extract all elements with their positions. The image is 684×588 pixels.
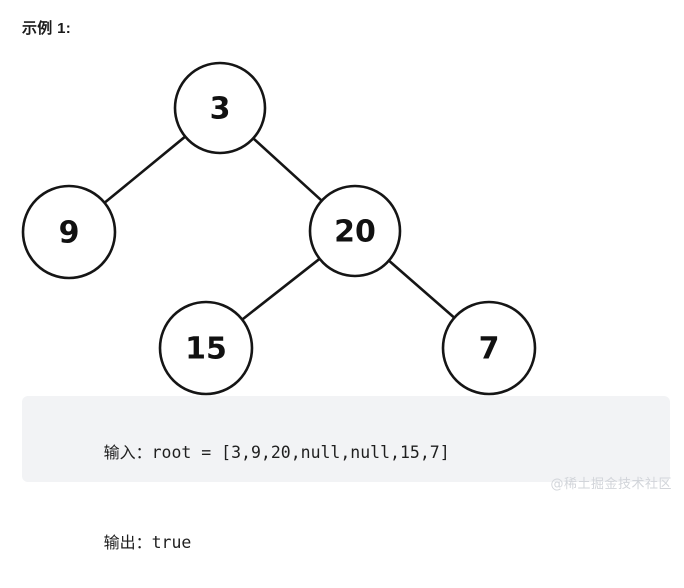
tree-edge-root-to-right xyxy=(251,137,324,202)
tree-node-circle-15 xyxy=(158,300,254,396)
tree-node-circle-3 xyxy=(173,61,267,155)
tree-node-circle-20 xyxy=(308,184,402,278)
tree-edge-group xyxy=(103,135,456,321)
tree-edge-right-to-right-right xyxy=(387,259,456,320)
tree-node-20: 20 xyxy=(308,184,402,278)
input-line: 输入：root = [3,9,20,null,null,15,7] xyxy=(44,408,670,498)
tree-edge-right-to-right-left xyxy=(240,257,321,321)
input-value: root = [3,9,20,null,null,15,7] xyxy=(151,443,450,462)
watermark-text: @稀土掘金技术社区 xyxy=(550,477,672,492)
tree-node-label-9: 9 xyxy=(59,216,80,251)
tree-node-circle-9 xyxy=(21,184,117,280)
tree-node-15: 15 xyxy=(158,300,254,396)
page-title: 示例 1: xyxy=(22,20,72,37)
tree-node-3: 3 xyxy=(173,61,267,155)
figure-page: 示例 1: 3 9 20 15 7 输入：root = [3,9,20,null,nul… xyxy=(21,20,672,552)
output-value: true xyxy=(151,533,192,552)
tree-node-label-7: 7 xyxy=(479,332,500,367)
tree-edge-root-to-left xyxy=(103,135,187,205)
tree-node-9: 9 xyxy=(21,184,117,280)
binary-tree-diagram: 3 9 20 15 7 xyxy=(21,61,537,396)
tree-node-label-20: 20 xyxy=(334,215,376,250)
tree-node-group: 3 9 20 15 7 xyxy=(21,61,537,396)
output-line: 输出：true xyxy=(44,498,670,588)
tree-node-circle-7 xyxy=(441,300,537,396)
output-label: 输出： xyxy=(103,533,152,552)
tree-node-label-15: 15 xyxy=(185,332,227,367)
tree-node-7: 7 xyxy=(441,300,537,396)
tree-node-label-3: 3 xyxy=(210,92,231,127)
input-label: 输入： xyxy=(103,443,152,462)
example-io-block: 输入：root = [3,9,20,null,null,15,7] 输出：tru… xyxy=(22,396,670,552)
